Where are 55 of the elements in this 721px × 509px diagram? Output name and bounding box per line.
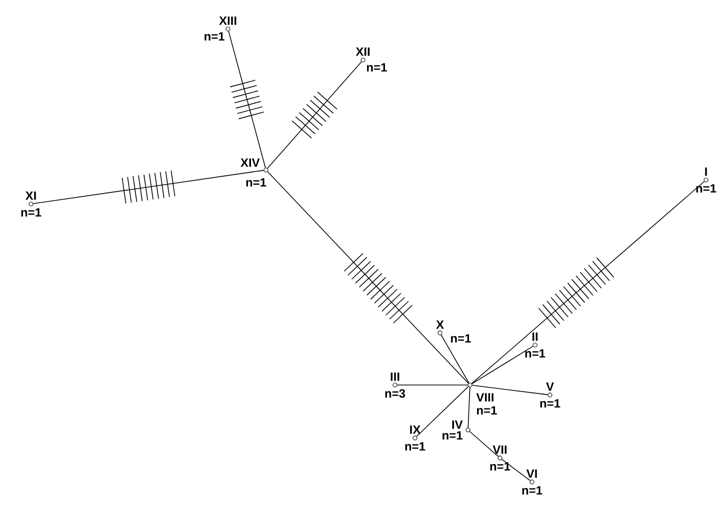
network-line <box>472 384 548 396</box>
node-label: XI <box>25 192 36 200</box>
node-label: n=1 <box>540 399 560 408</box>
haplotype-node: IX n=1 <box>405 426 426 450</box>
haplotype-node: VI n=1 <box>522 470 542 494</box>
node-label: IX <box>410 426 421 434</box>
node-label: n=1 <box>522 486 542 494</box>
haplotype-node: X n=1 <box>436 320 471 342</box>
node-label: VIII <box>476 393 494 402</box>
network-line <box>228 30 266 168</box>
network-line <box>32 170 264 204</box>
node-label: n=1 <box>204 32 224 40</box>
haplotype-node: XIII n=1 <box>204 16 236 40</box>
network-line <box>501 458 531 481</box>
haplotype-node: III n=3 <box>385 372 406 398</box>
node-label: n=1 <box>366 63 387 72</box>
haplotype-node: II n=1 <box>525 332 546 358</box>
network-line <box>472 346 534 384</box>
haplotype-node: XII n=1 <box>356 48 387 72</box>
haplotype-node: VIII n=1 <box>468 382 497 414</box>
network-line <box>396 384 468 386</box>
node-label: n=1 <box>490 462 510 470</box>
node-label: n=1 <box>246 178 266 186</box>
network-line <box>471 181 705 384</box>
node-label: n=1 <box>442 431 462 440</box>
node-label: n=1 <box>525 349 546 358</box>
network-line <box>440 334 470 384</box>
network-line <box>267 171 469 384</box>
haplotype-node: XIV n=1 <box>240 158 268 186</box>
node-label: III <box>390 372 400 381</box>
node-label: XII <box>356 48 370 56</box>
node-label: IV <box>452 420 463 429</box>
haplotype-node: XI n=1 <box>21 192 42 216</box>
haplotype-node: I n=1 <box>696 168 716 192</box>
node-label: X <box>436 320 444 329</box>
node-label: n=1 <box>21 208 42 216</box>
node-label: VI <box>526 470 537 478</box>
haplotype-node: V n=1 <box>540 382 560 408</box>
node-label: V <box>546 382 554 391</box>
network-line <box>468 386 470 428</box>
haplotype-node: IV n=1 <box>442 420 470 440</box>
node-label: XIII <box>219 16 236 25</box>
node-label: II <box>532 332 538 341</box>
node-label: n=1 <box>450 334 471 342</box>
node-label: I <box>705 168 707 176</box>
network-line <box>469 431 499 457</box>
network-line <box>267 61 362 169</box>
node-label: VII <box>492 446 507 454</box>
haplotype-node: VII n=1 <box>490 446 510 470</box>
node-label: n=1 <box>405 442 426 450</box>
node-label: XIV <box>240 158 260 167</box>
network-line <box>416 386 469 437</box>
node-label: n=1 <box>476 406 497 414</box>
node-label: n=3 <box>385 389 406 398</box>
node-label: n=1 <box>696 184 716 192</box>
